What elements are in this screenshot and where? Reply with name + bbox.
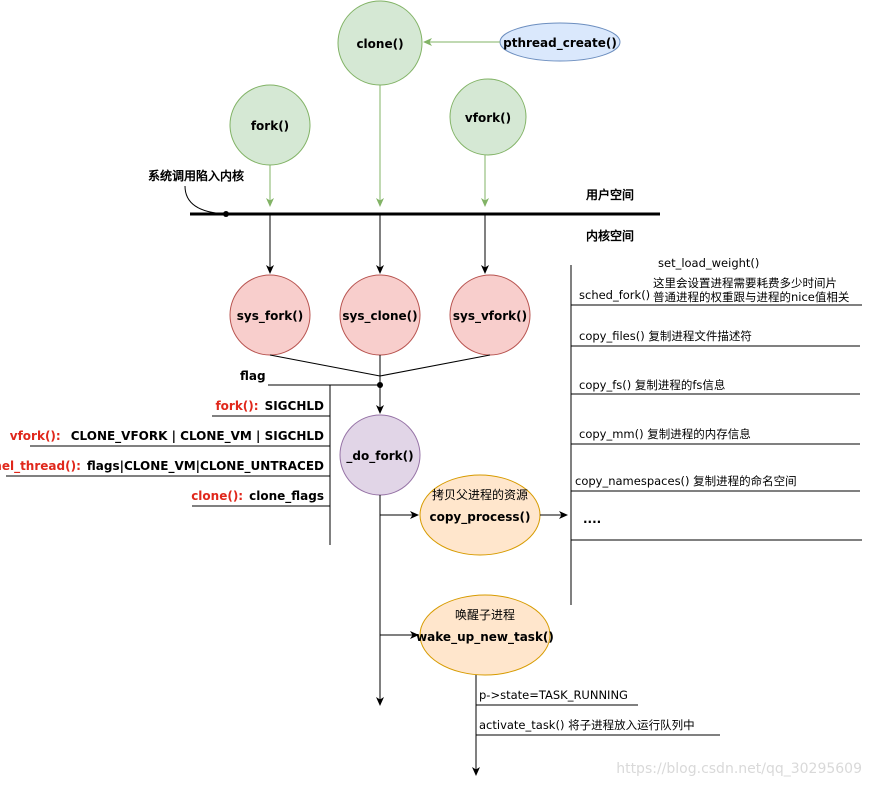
- sys-vfork-label: sys_vfork(): [453, 309, 527, 324]
- pthread-create-node: pthread_create(): [499, 22, 621, 62]
- wake-up-label: wake_up_new_task(): [416, 630, 554, 645]
- copy-mm-text: copy_mm() 复制进程的内存信息: [579, 427, 751, 441]
- clone-label: clone(): [356, 37, 403, 51]
- flag-row-kernel-thread: kernel_thread():flags|CLONE_VM|CLONE_UNT…: [0, 459, 324, 474]
- sched-fork-text: sched_fork(): [579, 288, 650, 302]
- set-load-weight-text: set_load_weight(): [658, 256, 759, 270]
- task-running-text: p->state=TASK_RUNNING: [479, 688, 628, 702]
- copy-process-label: copy_process(): [429, 510, 530, 525]
- vfork-label: vfork(): [465, 111, 511, 125]
- fork-node: fork(): [229, 84, 311, 166]
- wake-up-node: 唤醒子进程 wake_up_new_task(): [416, 594, 554, 676]
- pthread-create-label: pthread_create(): [503, 36, 617, 51]
- flag-row-fork: fork():SIGCHLD: [215, 399, 324, 413]
- copy-fs-text: copy_fs() 复制进程的fs信息: [579, 378, 725, 392]
- copy-namespaces-text: copy_namespaces() 复制进程的命名空间: [575, 474, 797, 488]
- user-space-label: 用户空间: [585, 187, 634, 202]
- merge-line-left: [269, 354, 381, 377]
- copy-files-text: copy_files() 复制进程文件描述符: [579, 329, 752, 343]
- copy-process-caption: 拷贝父进程的资源: [432, 487, 528, 502]
- sched-note-line-1: 这里会设置进程需要耗费多少时间片: [653, 276, 837, 290]
- wake-up-caption: 唤醒子进程: [455, 607, 515, 622]
- activate-task-text: activate_task() 将子进程放入运行队列中: [479, 718, 695, 732]
- syscall-label: 系统调用陷入内核: [148, 168, 244, 183]
- sys-vfork-node: sys_vfork(): [449, 274, 531, 356]
- merge-line-right: [379, 354, 491, 377]
- sys-clone-label: sys_clone(): [342, 309, 417, 324]
- copy-list-more: ....: [583, 512, 601, 526]
- syscall-leader-line: [184, 185, 227, 215]
- flag-title: flag: [240, 369, 266, 383]
- flag-row-clone: clone():clone_flags: [191, 489, 324, 504]
- watermark: https://blog.csdn.net/qq_30295609: [616, 761, 862, 777]
- sched-note-line-2: 普通进程的权重跟与进程的nice值相关: [653, 290, 850, 304]
- sys-clone-node: sys_clone(): [339, 274, 421, 356]
- clone-node: clone(): [337, 0, 423, 86]
- sys-fork-node: sys_fork(): [229, 274, 311, 356]
- fork-label: fork(): [251, 119, 289, 133]
- do-fork-label: _do_fork(): [346, 449, 413, 464]
- vfork-node: vfork(): [449, 78, 527, 156]
- sys-fork-label: sys_fork(): [237, 309, 303, 324]
- do-fork-node: _do_fork(): [339, 414, 421, 496]
- flag-row-vfork: vfork():CLONE_VFORK | CLONE_VM | SIGCHLD: [10, 429, 324, 444]
- copy-process-node: 拷贝父进程的资源 copy_process(): [419, 474, 541, 556]
- kernel-space-label: 内核空间: [586, 228, 634, 243]
